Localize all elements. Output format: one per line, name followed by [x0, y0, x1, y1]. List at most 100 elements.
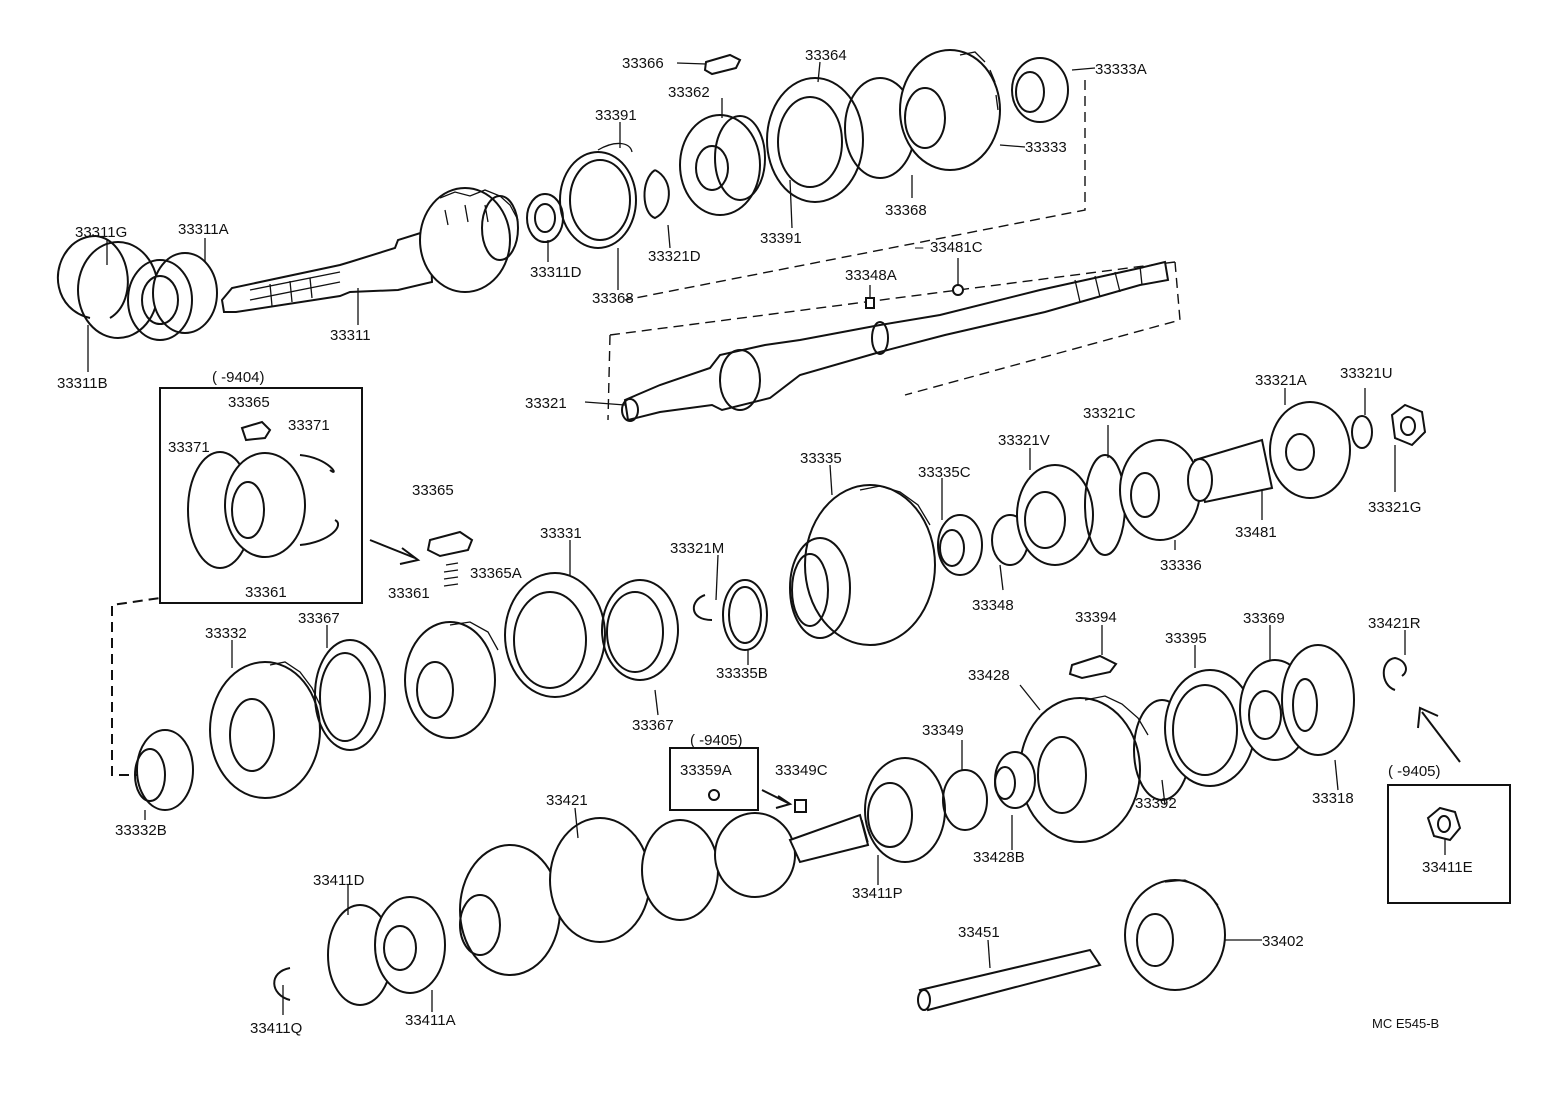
label-33335c: 33335C	[918, 464, 971, 481]
label-33391-bottom: 33391	[760, 230, 802, 247]
label-33451: 33451	[958, 924, 1000, 941]
leader-lines	[87, 61, 1446, 1015]
label-33321u: 33321U	[1340, 365, 1393, 382]
needle-bearing-33335c	[937, 514, 983, 576]
ring-33335b	[722, 579, 768, 651]
ball-33349c	[794, 799, 807, 813]
label-33332: 33332	[205, 625, 247, 642]
key-33366	[703, 53, 742, 76]
gear-33421-b	[549, 817, 651, 943]
synchro-ring-33367	[314, 639, 386, 751]
label-33331: 33331	[540, 525, 582, 542]
hub-33361-inset	[224, 452, 306, 558]
counter-shaft-group	[273, 751, 1226, 1012]
label-33411p: 33411P	[852, 885, 903, 902]
label-33321g: 33321G	[1368, 499, 1421, 516]
ring-33349	[942, 769, 988, 831]
middle-row	[134, 401, 1427, 811]
label-33311g: 33311G	[75, 224, 127, 241]
ball-33348a	[865, 297, 875, 309]
label-33369: 33369	[1243, 610, 1285, 627]
key-33394	[1068, 654, 1118, 680]
label-33318: 33318	[1312, 790, 1354, 807]
synchro-ring-33368	[559, 151, 637, 249]
arrow-icon	[369, 539, 416, 559]
label-33481: 33481	[1235, 524, 1277, 541]
arrow-up-icon	[1421, 711, 1461, 763]
label-33421: 33421	[546, 792, 588, 809]
label-33332b: 33332B	[115, 822, 167, 839]
ball-33481c	[952, 284, 964, 296]
label-33394: 33394	[1075, 609, 1117, 626]
snap-ring-33321d	[643, 169, 670, 220]
label-33349c: 33349C	[775, 762, 828, 779]
label-33335b: 33335B	[716, 665, 768, 682]
output-shaft-group	[607, 260, 1181, 422]
note-9405-a: ( -9405)	[690, 732, 743, 749]
output-shaft-33321	[623, 260, 1170, 422]
label-33349: 33349	[922, 722, 964, 739]
snap-ring-33421r	[1382, 656, 1407, 691]
hub-33362	[679, 114, 761, 216]
label-33311d: 33311D	[530, 264, 582, 281]
gear-33333	[899, 49, 1001, 171]
label-33321v: 33321V	[998, 432, 1050, 449]
label-33336: 33336	[1160, 557, 1202, 574]
label-33321a: 33321A	[1255, 372, 1307, 389]
label-33411q: 33411Q	[250, 1020, 302, 1037]
label-33402: 33402	[1262, 933, 1304, 950]
label-33311: 33311	[330, 327, 371, 344]
label-33366: 33366	[622, 55, 664, 72]
part-labels: 33366 33364 33333A 33362 33391 33333 333…	[57, 47, 1473, 1037]
bearing-33321a	[1269, 401, 1351, 499]
label-33365-inset: 33365	[228, 394, 270, 411]
label-33321: 33321	[525, 395, 567, 412]
gear-33421-a	[459, 844, 561, 976]
label-33392: 33392	[1135, 795, 1177, 812]
label-33359a: 33359A	[680, 762, 732, 779]
label-33428: 33428	[968, 667, 1010, 684]
label-33365: 33365	[412, 482, 454, 499]
bearing-33321v	[1016, 464, 1094, 566]
label-33421r: 33421R	[1368, 615, 1421, 632]
label-33371-right: 33371	[288, 417, 330, 434]
shaft-33451	[918, 948, 1102, 1012]
label-33321c: 33321C	[1083, 405, 1136, 422]
spring-33391	[597, 142, 633, 153]
snap-ring-33411q	[273, 967, 291, 1001]
spring-33365a	[443, 562, 459, 587]
gear-33402	[1124, 879, 1226, 991]
label-33348: 33348	[972, 597, 1014, 614]
nut-33411e	[1426, 806, 1462, 842]
label-33411a: 33411A	[405, 1012, 456, 1029]
needle-bearing-33311d	[526, 193, 564, 243]
label-33428b: 33428B	[973, 849, 1025, 866]
nut-33321g	[1390, 403, 1427, 447]
label-33367-top: 33367	[298, 610, 340, 627]
key-33365-inset	[240, 420, 272, 442]
label-33335: 33335	[800, 450, 842, 467]
label-33481c: –	[915, 239, 924, 256]
label-33367: 33367	[632, 717, 674, 734]
label-33368: 33368	[592, 290, 634, 307]
catalog-code: MC E545-B	[1372, 1016, 1439, 1031]
label-33321d: 33321D	[648, 248, 701, 265]
label-33362: 33362	[668, 84, 710, 101]
label-33321m: 33321M	[670, 540, 724, 557]
label-33311a: 33311A	[178, 221, 229, 238]
needle-bearing-33333a	[1011, 57, 1069, 123]
label-33361: 33361	[388, 585, 430, 602]
gear-33332	[209, 661, 321, 799]
label-33395: 33395	[1165, 630, 1207, 647]
label-33368-top: 33368	[885, 202, 927, 219]
label-33348a: 33348A	[845, 267, 897, 284]
key-33365	[426, 530, 474, 558]
label-33311b: 33311B	[57, 375, 108, 392]
inset-box-9404	[111, 387, 363, 776]
label-33371-left: 33371	[168, 439, 210, 456]
inset-box-33359a	[669, 747, 807, 813]
snap-ring-33311b	[56, 235, 97, 319]
bearing-33411p	[864, 757, 946, 863]
